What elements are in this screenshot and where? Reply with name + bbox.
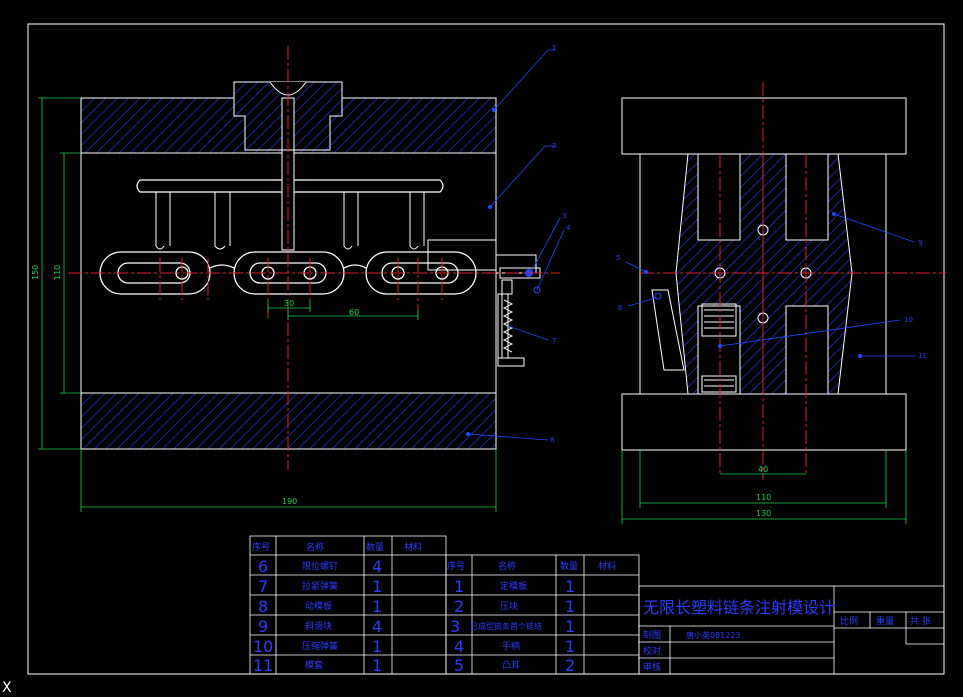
balloon-4: 4 — [566, 224, 571, 232]
bom-left-row-name: 模套 — [305, 659, 323, 671]
side-leaders — [625, 213, 916, 357]
bom-right-row-name: 手柄 — [502, 640, 520, 652]
bom-left-row-qty: 1 — [372, 637, 382, 656]
bom-right-row-no: 4 — [454, 637, 464, 656]
bom-left-row-no: 9 — [258, 617, 268, 636]
dim-pitch-large: 60 — [349, 308, 359, 317]
bom-right-row-qty: 1 — [565, 577, 575, 596]
balloon-labels: 1 2 3 4 5 6 7 8 9 10 11 — [550, 44, 927, 444]
bom-right-row-qty: 2 — [565, 656, 575, 675]
bom-right-row-qty: 1 — [565, 617, 575, 636]
dim-side-outer: 130 — [756, 509, 771, 518]
scale-label: 比例 — [840, 615, 858, 627]
bom-left-row-name: 限位螺钉 — [302, 560, 338, 572]
bom-left-header-qty: 数量 — [366, 541, 384, 553]
bom-right-row-name: 定模板 — [500, 580, 527, 592]
bom-left-row-qty: 4 — [372, 557, 382, 576]
side-dimensions — [621, 450, 907, 524]
bom-left-row-no: 6 — [258, 557, 268, 576]
dim-pitch-small: 30 — [284, 299, 294, 308]
bom-left-row-qty: 4 — [372, 617, 382, 636]
balloon-8: 8 — [550, 436, 554, 444]
dim-front-height-inner: 110 — [53, 265, 62, 280]
dim-front-width: 190 — [282, 497, 297, 506]
bom-left-header-name: 名称 — [306, 541, 324, 553]
balloon-9: 9 — [918, 239, 922, 247]
bom-left-header-mat: 材料 — [404, 541, 422, 553]
dim-side-inner: 40 — [758, 465, 768, 474]
drawn-by-value: 唐小英081223 — [686, 630, 741, 640]
front-view: 150 110 190 30 60 — [31, 46, 565, 512]
bom-table-left — [249, 535, 447, 675]
bom-right-header-qty: 数量 — [560, 560, 578, 572]
dim-side-mid: 110 — [756, 493, 771, 502]
balloon-5: 5 — [616, 254, 620, 262]
side-cavities — [697, 153, 829, 395]
runner-branches — [155, 192, 425, 250]
side-mechanism — [427, 239, 541, 367]
bom-left-row-name: 压缩弹簧 — [302, 640, 338, 652]
bom-right-row-name: 已成型链条首个链结 — [470, 621, 542, 631]
side-top-plate — [621, 97, 907, 155]
bom-right-header-mat: 材料 — [598, 560, 616, 572]
bom-left-row-qty: 1 — [372, 577, 382, 596]
bom-left-row-no: 7 — [258, 577, 268, 596]
bom-right-row-name: 压块 — [500, 600, 518, 612]
front-centerlines — [68, 46, 560, 470]
bom-right-row-qty: 1 — [565, 637, 575, 656]
bom-left-row-qty: 1 — [372, 656, 382, 675]
bom-left-row-no: 10 — [253, 637, 273, 656]
balloon-3: 3 — [562, 212, 566, 220]
bom-right-text: 序号 名称 数量 材料 1 定模板 1 2 压块 1 3 已成型链条首个链结 1… — [447, 560, 616, 675]
weight-label: 重量 — [876, 615, 894, 627]
side-view: 40 110 130 — [621, 82, 946, 524]
approved-label: 审核 — [643, 661, 661, 673]
front-dimensions — [38, 97, 497, 512]
spring-pin — [533, 286, 541, 294]
bom-right-row-no: 5 — [454, 656, 464, 675]
bom-right-row-qty: 1 — [565, 597, 575, 616]
bom-left-row-qty: 1 — [372, 597, 382, 616]
side-bottom-plate — [621, 393, 907, 451]
balloon-11: 11 — [918, 352, 927, 360]
bom-left-row-name: 斜滑块 — [305, 620, 332, 632]
bom-left-row-no: 11 — [253, 656, 273, 675]
bom-right-row-no: 2 — [454, 597, 464, 616]
bom-left-row-no: 8 — [258, 597, 268, 616]
balloon-1: 1 — [552, 44, 556, 52]
dim-front-height-outer: 150 — [31, 265, 40, 280]
title-block — [638, 585, 945, 675]
front-leaders — [467, 49, 565, 441]
balloon-7: 7 — [552, 337, 556, 345]
bom-right-row-no: 3 — [450, 617, 460, 636]
side-centerlines — [640, 82, 946, 480]
bom-right-header-name: 名称 — [498, 560, 516, 572]
bom-right-row-name: 凸耳 — [502, 660, 520, 671]
bom-right-row-no: 1 — [454, 577, 464, 596]
drawing-title: 无限长塑料链条注射模设计 — [643, 598, 835, 617]
balloon-6: 6 — [618, 304, 623, 312]
bom-left-text: 序号 名称 数量 材料 6 限位螺钉 4 7 拉紧弹簧 1 8 动模板 1 9 … — [252, 541, 422, 675]
drawn-by-label: 制图 — [643, 629, 661, 641]
bom-right-header-no: 序号 — [447, 560, 465, 572]
cursor-icon: X — [2, 680, 12, 696]
side-springs — [701, 303, 737, 393]
side-lever — [651, 289, 685, 371]
bom-table-right — [445, 554, 640, 675]
sheets-label: 共 张 — [910, 616, 931, 627]
runner-main — [136, 179, 444, 193]
chain-link-inner — [381, 262, 459, 284]
bom-left-row-name: 动模板 — [305, 600, 332, 612]
bom-left-row-name: 拉紧弹簧 — [302, 580, 338, 592]
balloon-10: 10 — [904, 316, 913, 324]
bom-left-header-no: 序号 — [252, 541, 270, 553]
balloon-2: 2 — [552, 142, 556, 150]
checked-label: 校对 — [643, 645, 661, 657]
